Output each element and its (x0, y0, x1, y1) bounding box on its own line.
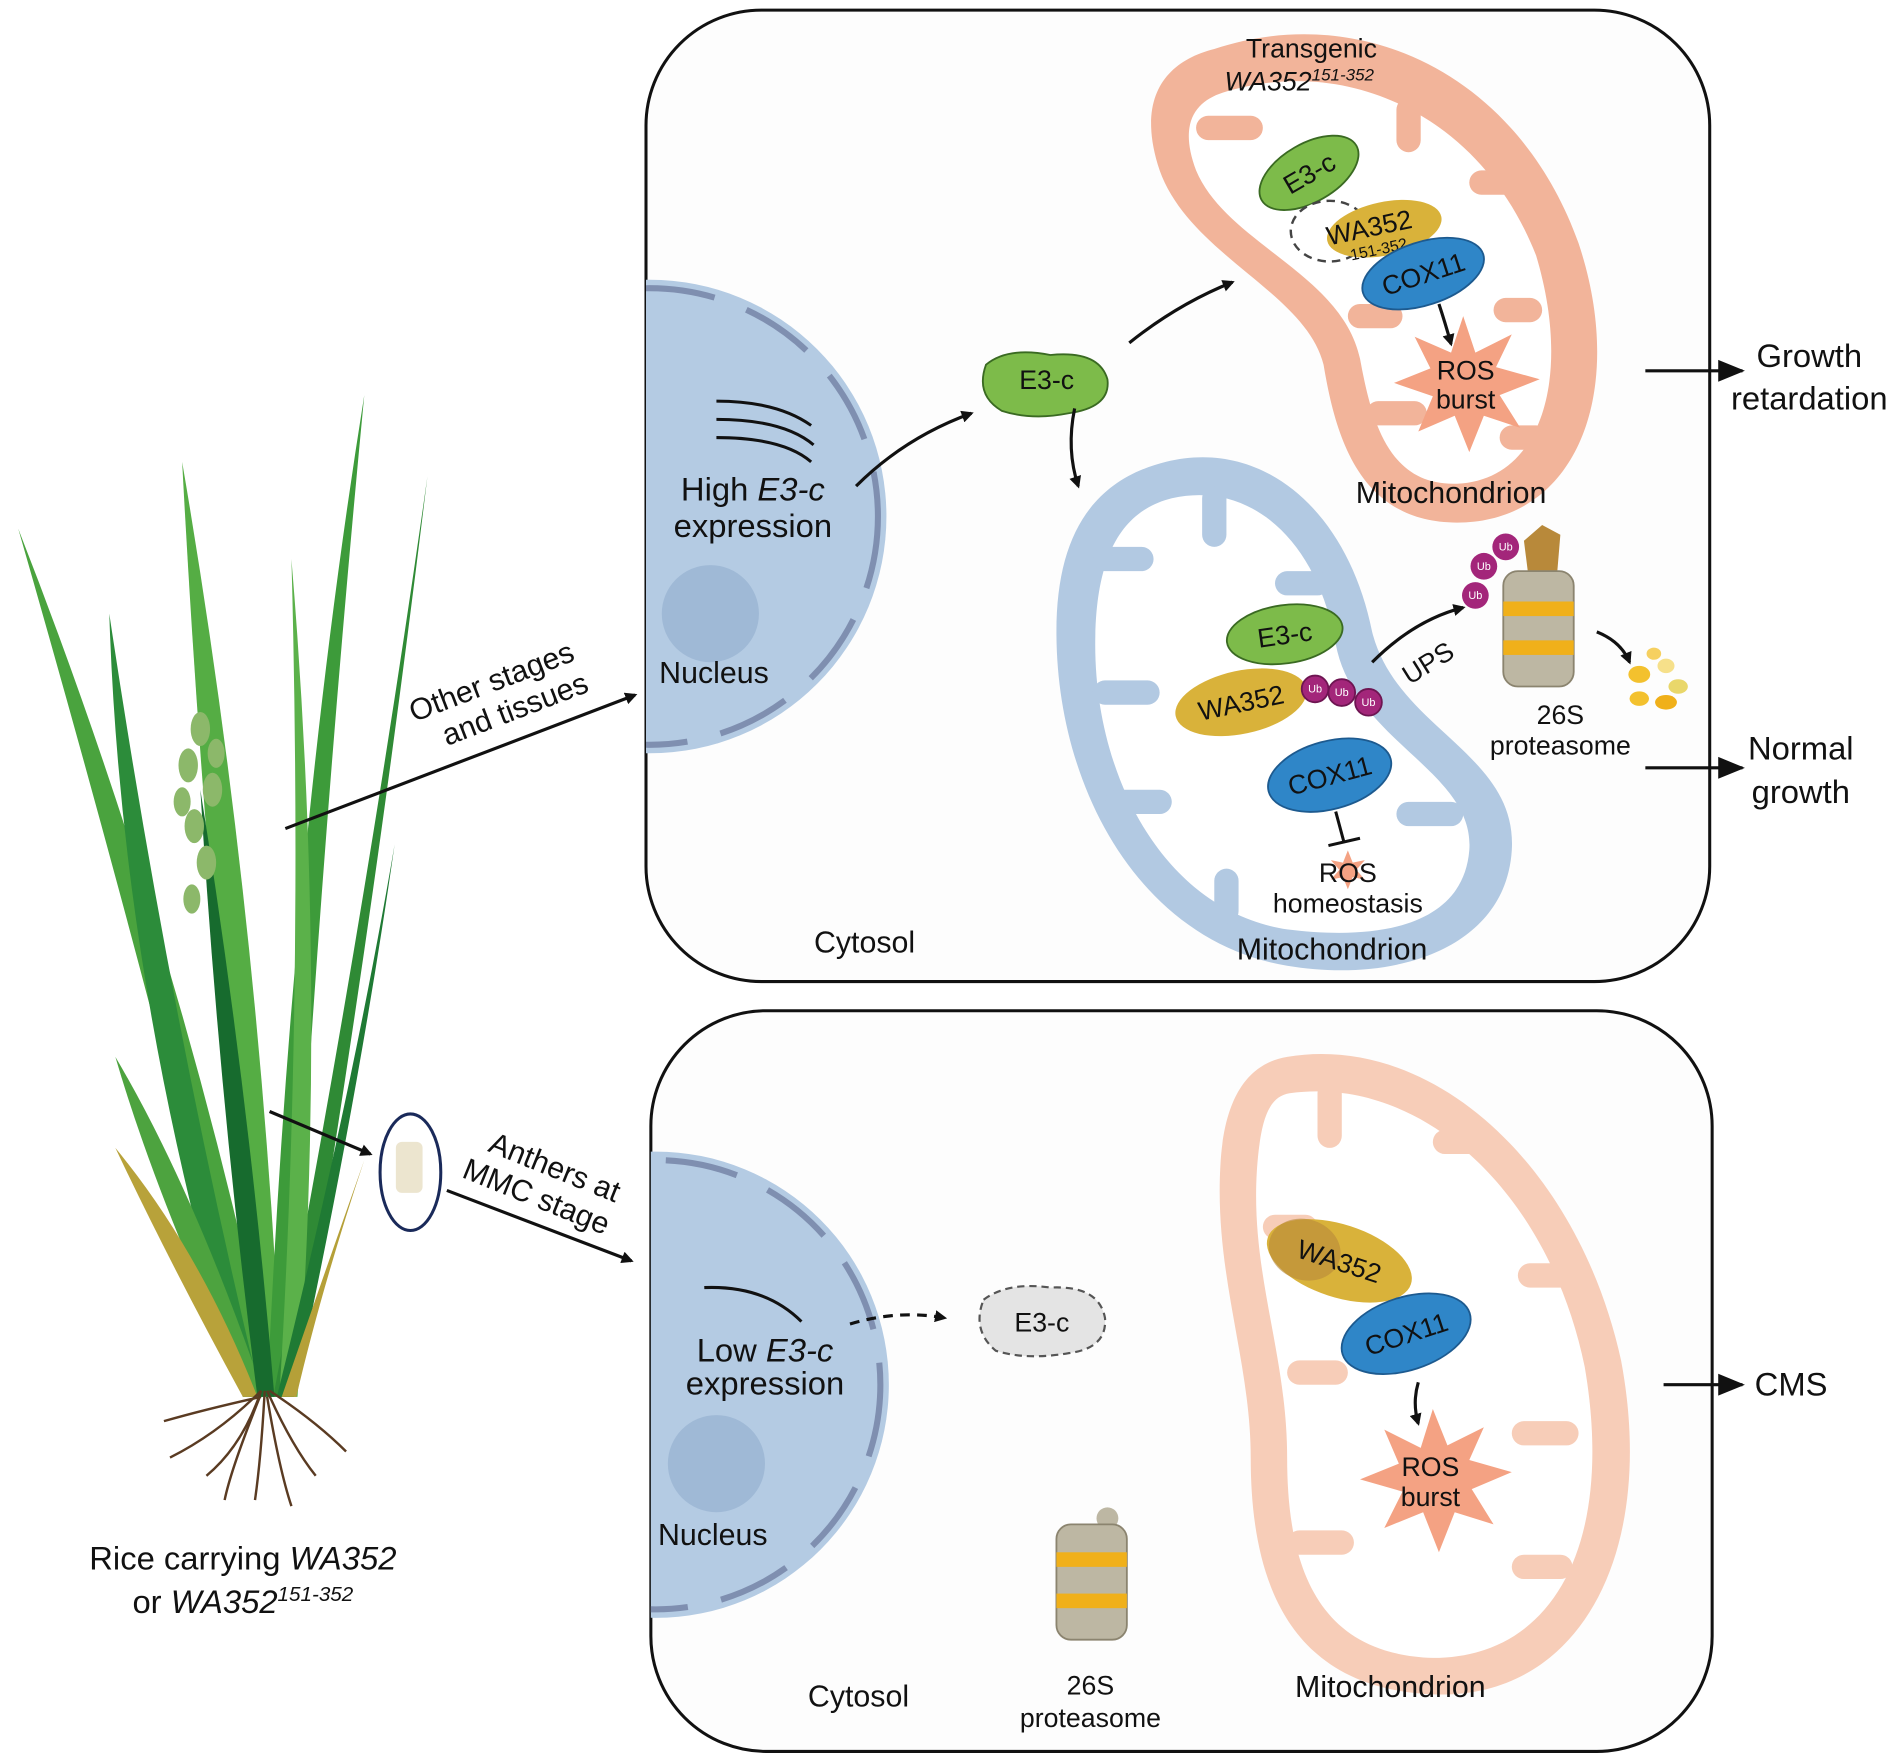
ubiquitin-chain-icon: Ub Ub Ub (1462, 533, 1520, 609)
svg-text:homeostasis: homeostasis (1273, 888, 1423, 918)
svg-text:Ub: Ub (1468, 590, 1482, 602)
svg-text:Ub: Ub (1477, 561, 1491, 573)
cms-mitochondrion: WA352 COX11 ROS burst Mitochondrion (1219, 1054, 1630, 1704)
bottom-proteasome-label-line1: 26S (1067, 1670, 1115, 1700)
wa352-protein: WA352 (1175, 668, 1307, 737)
bottom-expression-line1: Low E3-c (697, 1332, 834, 1369)
cms-label: CMS (1755, 1366, 1828, 1403)
proteasome-26s-icon (1055, 1507, 1128, 1641)
peptide-fragments-icon (1628, 647, 1688, 710)
ros-burst-icon (1360, 1409, 1512, 1553)
arrow-to-normal-mito (1069, 408, 1081, 489)
wa352-protein: WA352 (1266, 1218, 1412, 1303)
svg-text:Ub: Ub (1499, 542, 1513, 554)
transgenic-mito-label: Mitochondrion (1356, 477, 1547, 510)
svg-text:burst: burst (1436, 384, 1496, 414)
plant-caption-line2: or WA352151-352 (132, 1583, 353, 1620)
other-stages-arrow (284, 692, 638, 831)
svg-text:Ub: Ub (1308, 684, 1322, 696)
svg-text:E3-c: E3-c (1019, 365, 1074, 395)
ubiquitin-chain-icon: Ub Ub Ub (1300, 674, 1383, 717)
normal-mito-label: Mitochondrion (1237, 934, 1428, 967)
anthers-arrow (446, 1188, 634, 1264)
cox11-protein: COX11 (1340, 1292, 1472, 1375)
leaves (18, 395, 428, 1397)
e3c-low-protein: E3-c (978, 1284, 1107, 1358)
normal-growth-label-line1: Normal (1748, 729, 1854, 766)
svg-text:burst: burst (1401, 1482, 1461, 1512)
bottom-nucleus (650, 1151, 889, 1618)
top-nucleus (646, 279, 887, 754)
cms-mito-label: Mitochondrion (1295, 1671, 1486, 1704)
inhibition-bar-icon (1328, 811, 1361, 848)
top-nucleus-label: Nucleus (659, 657, 769, 690)
dashed-arrow-to-e3c (849, 1310, 948, 1326)
ups-arrow (1371, 604, 1466, 664)
plant-caption-line1: Rice carrying WA352 (89, 1539, 396, 1576)
bottom-cell-panel: Low E3-c expression Nucleus E3-c 26S pro… (649, 1009, 1714, 1753)
other-stages-label: Other stagesand tissues (405, 635, 593, 761)
growth-retardation-label-line2: retardation (1731, 380, 1888, 417)
svg-text:WA352151-352: WA352151-352 (1225, 66, 1375, 97)
svg-text:ROS: ROS (1319, 858, 1377, 888)
bottom-nucleus-label: Nucleus (658, 1519, 768, 1552)
bottom-cytosol-label: Cytosol (808, 1681, 909, 1714)
svg-text:E3-c: E3-c (1014, 1307, 1069, 1337)
svg-text:ROS: ROS (1437, 355, 1495, 385)
top-cell-panel: High E3-c expression Nucleus Cytosol E3-… (644, 8, 1712, 984)
arrow-to-e3c (854, 410, 974, 488)
top-cytosol-label: Cytosol (814, 926, 915, 959)
e3c-protein: E3-c (1225, 603, 1344, 666)
bottom-expression-line2: expression (686, 1364, 844, 1401)
anther-pointer-arrow (268, 1110, 373, 1156)
top-proteasome-label-line2: proteasome (1490, 731, 1631, 761)
e3c-cytosol-protein: E3-c (981, 351, 1109, 418)
anther-inset (378, 1112, 443, 1233)
cox11-protein: COX11 (1267, 737, 1393, 813)
high-expression-transcript-icon (716, 399, 815, 464)
normal-growth-label-line2: growth (1752, 773, 1850, 810)
cox11-protein: COX11 (1361, 236, 1485, 311)
svg-text:Transgenic: Transgenic (1246, 34, 1377, 64)
top-expression-line2: expression (674, 507, 832, 544)
roots (163, 1389, 347, 1507)
degradation-arrow (1596, 630, 1632, 665)
normal-mitochondrion: E3-c WA352 Ub Ub Ub COX11 ROS (1056, 457, 1513, 971)
small-ros-icon (1330, 850, 1365, 890)
anthers-label: Anthers atMMC stage (458, 1121, 627, 1241)
rice-plant-illustration: Rice carrying WA352 or WA352151-352 (18, 395, 428, 1620)
svg-text:Ub: Ub (1335, 687, 1349, 699)
growth-retardation-label-line1: Growth (1756, 337, 1862, 374)
bottom-proteasome-label-line2: proteasome (1020, 1703, 1161, 1733)
top-proteasome-label-line1: 26S (1537, 700, 1585, 730)
rice-panicle (173, 712, 225, 914)
proteasome-26s-icon (1502, 525, 1575, 688)
transgenic-mitochondrion: Transgenic WA352151-352 E3-c WA352 151-3… (1151, 34, 1598, 523)
e3c-protein: E3-c (1258, 134, 1360, 211)
svg-text:Ub: Ub (1362, 697, 1376, 709)
top-expression-line1: High E3-c (681, 471, 825, 508)
low-expression-transcript-icon (704, 1285, 803, 1323)
arrow-to-transgenic-mito (1128, 280, 1235, 345)
ros-burst-icon (1394, 316, 1540, 453)
svg-text:ROS: ROS (1401, 1452, 1459, 1482)
